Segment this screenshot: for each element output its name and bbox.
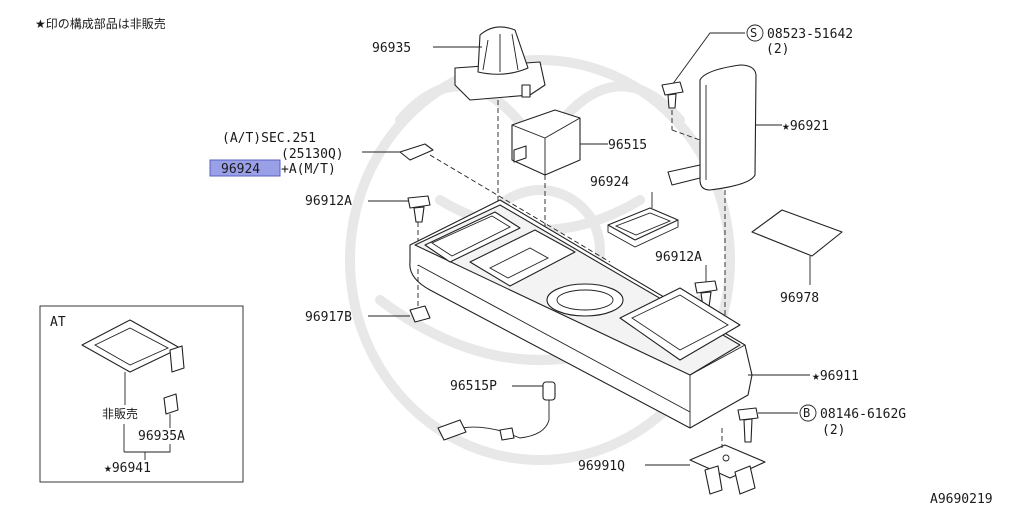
label-mt-note: +A(M/T) (281, 162, 336, 177)
label-96912a-left: 96912A (305, 194, 352, 209)
bolt-icon (737, 407, 759, 443)
label-96911: ★96911 (812, 369, 859, 384)
s-circle-icon (746, 24, 764, 42)
label-08523-qty: (2) (766, 42, 789, 57)
shift-boot-96935 (454, 26, 546, 101)
inset-title: AT (50, 315, 66, 330)
leader-08523 (671, 32, 745, 86)
inset-96941: ★96941 (104, 461, 151, 476)
inset-not-sold: 非販売 (102, 406, 138, 421)
console-96911 (409, 199, 753, 429)
inset-96935a: 96935A (138, 429, 185, 444)
s-prefix: S (750, 26, 757, 40)
bracket-96991q (689, 444, 766, 495)
label-96912a-right: 96912A (655, 250, 702, 265)
label-96978: 96978 (780, 291, 819, 306)
b-circle-icon (799, 404, 817, 422)
label-96917b: 96917B (305, 310, 352, 325)
label-08146-qty: (2) (822, 423, 845, 438)
box-96515 (511, 109, 581, 176)
screw-icon (661, 81, 684, 109)
label-96935: 96935 (372, 41, 411, 56)
label-at-sec: (A/T)SEC.251 (222, 131, 316, 146)
armrest-lid-96921 (667, 64, 757, 191)
label-at-part: (25130Q) (281, 147, 344, 162)
harness-96515p (437, 381, 556, 441)
label-96515: 96515 (608, 138, 647, 153)
label-96924: 96924 (590, 175, 629, 190)
label-96515p: 96515P (450, 379, 497, 394)
label-96991q: 96991Q (578, 459, 625, 474)
bracket-96917b (409, 305, 431, 323)
diagram-id: A9690219 (930, 492, 993, 507)
pad-96978 (751, 209, 843, 257)
label-96921: ★96921 (782, 119, 829, 134)
highlight-96924[interactable] (209, 159, 281, 177)
label-08146: 08146-6162G (820, 407, 906, 422)
tray-96924 (607, 207, 679, 248)
label-08523: 08523-51642 (767, 27, 853, 42)
at-inset: AT 非販売 96935A ★96941 (39, 305, 244, 483)
b-prefix: B (803, 406, 810, 420)
label-96924-highlight[interactable]: 96924 (221, 162, 260, 177)
clip-icon-left (407, 195, 431, 223)
header-note: ★印の構成部品は非販売 (35, 16, 166, 31)
cover-plate-96924 (399, 143, 434, 161)
